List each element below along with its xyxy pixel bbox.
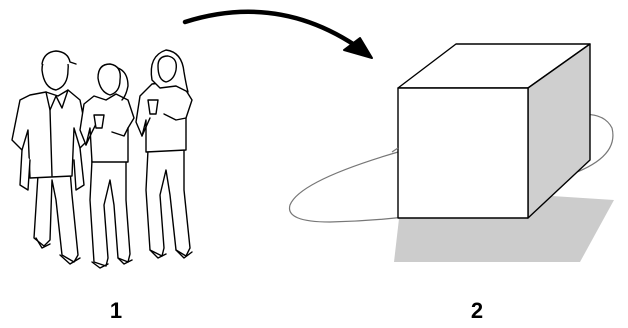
panel-label-1: 1 <box>109 298 123 323</box>
orbit-ring-front <box>391 147 399 153</box>
cube-front-face <box>397 87 529 219</box>
person-left <box>11 50 89 265</box>
curved-arrow-icon <box>182 9 373 59</box>
person-middle <box>79 63 135 269</box>
panel-label-2: 2 <box>470 298 484 323</box>
people-group-icon <box>11 49 193 269</box>
person-right <box>135 49 193 259</box>
cube-icon <box>288 43 614 262</box>
